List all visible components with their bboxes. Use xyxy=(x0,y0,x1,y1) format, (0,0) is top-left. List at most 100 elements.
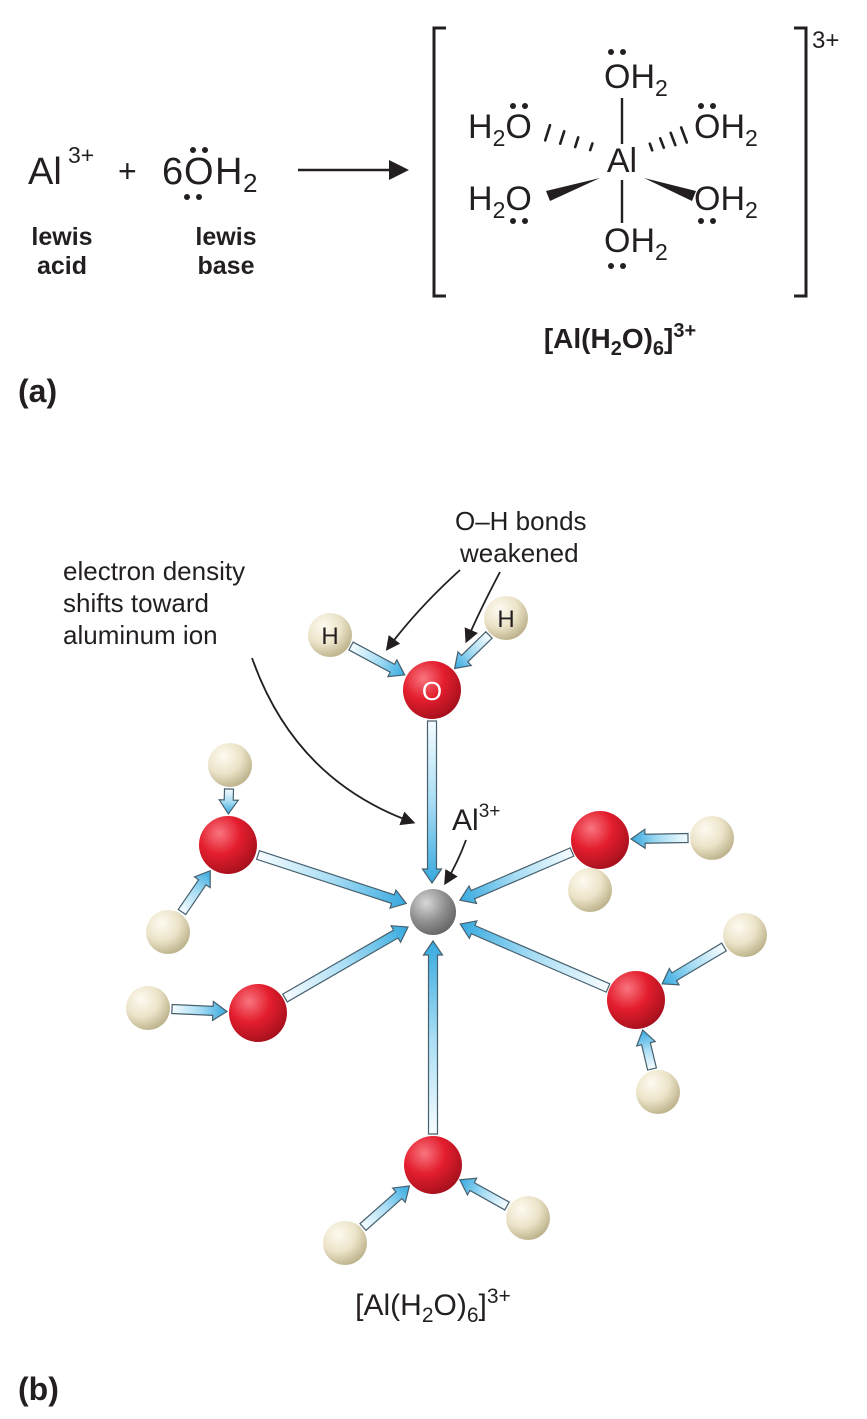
water-molecule-top: H H O xyxy=(308,596,528,885)
bond-arrow-h-to-o xyxy=(453,630,493,670)
electron-shift-arrow-o-to-al xyxy=(422,939,444,1135)
left-bracket xyxy=(432,26,446,298)
oxygen-sphere xyxy=(571,811,629,869)
hydrogen-sphere xyxy=(723,913,767,957)
hashed-bond-upper-right xyxy=(648,126,689,152)
lone-pair-dots-top-ligand xyxy=(608,49,626,55)
complex-formula-caption: [Al(H2O)6]3+ xyxy=(544,320,696,360)
lewis-base-label-line2: base xyxy=(198,252,255,280)
electron-shift-arrow-o-to-al xyxy=(255,849,408,910)
al-symbol: Al xyxy=(452,804,479,837)
caption-subscript: 2 xyxy=(422,1304,434,1327)
panel-a: Al 3+ + 6 O H 2 lewis acid lewis base 3+… xyxy=(18,26,839,409)
complex-charge: 3+ xyxy=(812,27,839,54)
wedge-bond-lower-left xyxy=(546,178,600,201)
caption-part: ] xyxy=(479,1289,487,1322)
panel-a-label: (a) xyxy=(18,373,57,409)
hydrogen-sphere xyxy=(506,1196,550,1240)
lewis-acid-label-line1: lewis xyxy=(31,223,92,251)
right-bracket xyxy=(794,26,808,298)
wedge-bond-lower-right xyxy=(644,178,696,201)
ligand-formula: OH xyxy=(604,58,655,96)
hydrogen-sphere xyxy=(568,868,612,912)
panel-b-label: (b) xyxy=(18,1371,59,1407)
water-molecule-upper-left xyxy=(146,743,408,954)
aluminum-sphere xyxy=(410,889,456,935)
caption-part: [Al(H xyxy=(355,1289,422,1322)
annotation-arrow xyxy=(385,569,461,651)
ligand-o: O xyxy=(505,108,531,146)
hydrogen-sphere xyxy=(690,816,734,860)
ligand-lower-left: H2O xyxy=(468,180,532,223)
lewis-acid-formula: Al xyxy=(28,151,62,193)
hydrogen-sphere xyxy=(484,596,528,640)
hydrogen-sphere xyxy=(126,986,170,1030)
oxygen-sphere xyxy=(403,661,461,719)
oxygen-sphere xyxy=(199,816,257,874)
ligand-formula: OH xyxy=(694,108,745,146)
ligand-o: O xyxy=(505,180,531,218)
electron-shift-arrow-o-to-al xyxy=(459,920,611,993)
ligand-subscript: 2 xyxy=(493,125,506,151)
oxygen-sphere xyxy=(404,1136,462,1194)
aluminum-ion-callout: Al3+ xyxy=(444,801,500,886)
bond-arrow-h-to-o xyxy=(661,942,728,986)
lone-pair-dots-bottom-ligand xyxy=(608,263,626,269)
bond-arrow-h-to-o xyxy=(629,828,689,850)
lone-pair-dots-above-o xyxy=(190,147,208,153)
water-molecule-bottom xyxy=(323,939,550,1265)
electron-shift-arrow-o-to-al xyxy=(458,847,575,905)
ligand-formula: OH xyxy=(604,222,655,260)
lone-pair-dots-lower-left-ligand xyxy=(510,218,528,224)
lone-pair-dots-upper-left-ligand xyxy=(510,103,528,109)
oxygen-atom-label: O xyxy=(422,676,442,706)
caption-subscript: 6 xyxy=(653,338,664,360)
caption-part: O) xyxy=(434,1289,467,1322)
lone-pair-dots-lower-right-ligand xyxy=(698,218,716,224)
bond-arrow-h-to-o xyxy=(177,869,211,916)
equation-left-side: Al 3+ + 6 O H 2 lewis acid lewis base xyxy=(28,142,257,280)
hydrogen-sphere xyxy=(208,743,252,787)
base-hydrogen: H xyxy=(215,151,242,193)
annotation-oh-bonds: O–H bonds weakened xyxy=(385,506,587,651)
hydrogen-sphere xyxy=(146,910,190,954)
ligand-subscript: 2 xyxy=(655,239,668,265)
ligand-top: OH2 xyxy=(604,58,668,101)
aluminum-ion-label: Al3+ xyxy=(452,801,500,837)
lewis-base-label-line1: lewis xyxy=(195,223,256,251)
ligand-subscript: 2 xyxy=(745,125,758,151)
plus-sign: + xyxy=(118,153,137,189)
lewis-acid-charge: 3+ xyxy=(68,142,94,168)
bond-arrow-h-to-o xyxy=(348,641,406,678)
complex-formula-caption: [Al(H2O)6]3+ xyxy=(355,1285,511,1327)
bond-arrow-h-to-o xyxy=(635,1029,658,1071)
ligand-upper-right: OH2 xyxy=(694,108,758,151)
ligand-subscript: 2 xyxy=(493,197,506,223)
annotation-electron-density: electron density shifts toward aluminum … xyxy=(63,556,416,826)
water-molecule-upper-right xyxy=(458,811,734,912)
hydrogen-atom-label: H xyxy=(321,623,338,650)
ligand-bottom: OH2 xyxy=(604,222,668,265)
caption-part: [Al(H xyxy=(544,323,611,354)
ligand-subscript: 2 xyxy=(745,197,758,223)
ligand-lower-right: OH2 xyxy=(694,180,758,223)
oxygen-sphere xyxy=(229,984,287,1042)
bond-arrow-h-to-o xyxy=(458,1177,511,1211)
annotation-ed-line2: shifts toward xyxy=(63,588,209,618)
bond-arrow-h-to-o xyxy=(359,1185,411,1232)
bond-arrow-h-to-o xyxy=(171,1000,229,1022)
ligand-h: H xyxy=(468,180,493,218)
water-molecule-lower-right xyxy=(459,913,767,1114)
caption-part: O) xyxy=(622,323,653,354)
base-oxygen: O xyxy=(184,151,214,193)
ligand-h: H xyxy=(468,108,493,146)
lone-pair-dots-below-o xyxy=(184,194,202,200)
product-complex: 3+ Al OH2 OH2 H2O OH2 xyxy=(432,26,839,298)
annotation-arrow xyxy=(251,657,416,826)
hashed-bond-upper-left xyxy=(543,123,594,152)
lone-pair-dots-upper-right-ligand xyxy=(698,103,716,109)
annotation-ed-line3: aluminum ion xyxy=(63,620,218,650)
hydrogen-sphere xyxy=(636,1070,680,1114)
central-aluminum-symbol: Al xyxy=(607,142,637,180)
